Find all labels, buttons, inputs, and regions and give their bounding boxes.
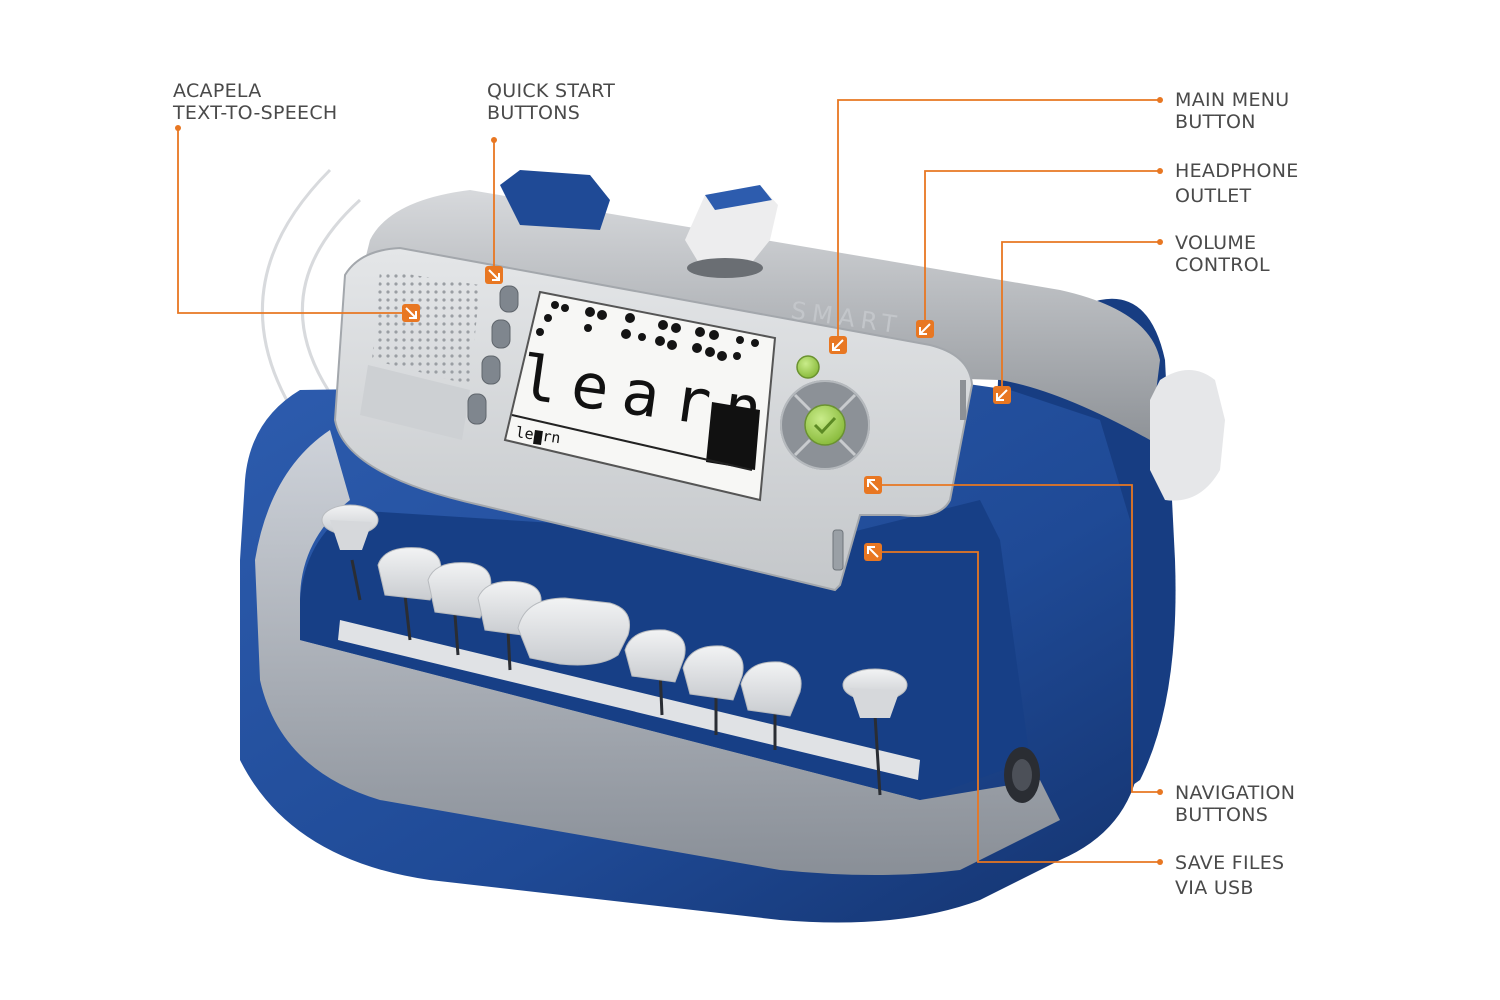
arrow-marker-icon — [993, 386, 1011, 404]
callout-line: HEADPHONE — [1175, 160, 1299, 182]
arrow-marker-icon — [916, 320, 934, 338]
callout-line: QUICK START — [487, 80, 616, 102]
callout-line: ACAPELA — [173, 80, 262, 102]
callout-line: VOLUME — [1175, 232, 1257, 254]
callout-line: MAIN MENU — [1175, 89, 1290, 111]
callout-navigation-buttons: NAVIGATION BUTTONS — [1175, 782, 1295, 826]
navigation-buttons[interactable] — [780, 380, 870, 470]
braille-keys — [321, 504, 908, 796]
callout-line: OUTLET — [1175, 185, 1252, 207]
callout-lines — [177, 99, 1160, 863]
callout-line: BUTTONS — [1175, 804, 1269, 826]
arrow-marker-icon — [864, 543, 882, 561]
braille-key[interactable] — [842, 668, 908, 718]
arrow-marker-icon — [485, 266, 503, 284]
callout-line: SAVE FILES — [1175, 852, 1285, 874]
headphone-outlet[interactable] — [960, 380, 966, 420]
braille-key[interactable] — [321, 504, 379, 550]
callout-quick-start-buttons: QUICK START BUTTONS — [487, 80, 615, 124]
quick-start-buttons[interactable] — [467, 285, 519, 425]
callout-headphone-outlet: HEADPHONE OUTLET — [1175, 160, 1299, 207]
arrow-marker-icon — [864, 476, 882, 494]
lcd-display: learn learn — [503, 290, 780, 502]
callout-volume-control: VOLUME CONTROL — [1175, 232, 1270, 276]
callout-line: CONTROL — [1175, 254, 1270, 276]
usb-port[interactable] — [832, 529, 844, 571]
select-button[interactable] — [804, 404, 846, 446]
space-bar[interactable] — [517, 597, 630, 666]
callout-text-to-speech: ACAPELA TEXT-TO-SPEECH — [173, 80, 338, 124]
callout-save-files-usb: SAVE FILES VIA USB — [1175, 852, 1284, 899]
cursor-block — [706, 402, 760, 470]
braille-key[interactable] — [740, 661, 802, 717]
callout-line: VIA USB — [1175, 877, 1254, 899]
callout-line: NAVIGATION — [1175, 782, 1296, 804]
braille-key[interactable] — [682, 645, 744, 701]
control-panel: learn learn — [333, 246, 974, 592]
callout-dots — [175, 97, 1163, 865]
arrow-marker-icon — [829, 336, 847, 354]
main-menu-button[interactable] — [796, 355, 820, 379]
callout-line: BUTTONS — [487, 102, 581, 124]
braille-dots — [536, 301, 759, 361]
speaker-grille — [372, 270, 480, 385]
braille-key[interactable] — [624, 629, 686, 683]
callout-main-menu-button: MAIN MENU BUTTON — [1175, 89, 1289, 133]
callout-line: TEXT-TO-SPEECH — [173, 102, 338, 124]
arrow-marker-icon — [402, 304, 420, 322]
callout-line: BUTTON — [1175, 111, 1256, 133]
